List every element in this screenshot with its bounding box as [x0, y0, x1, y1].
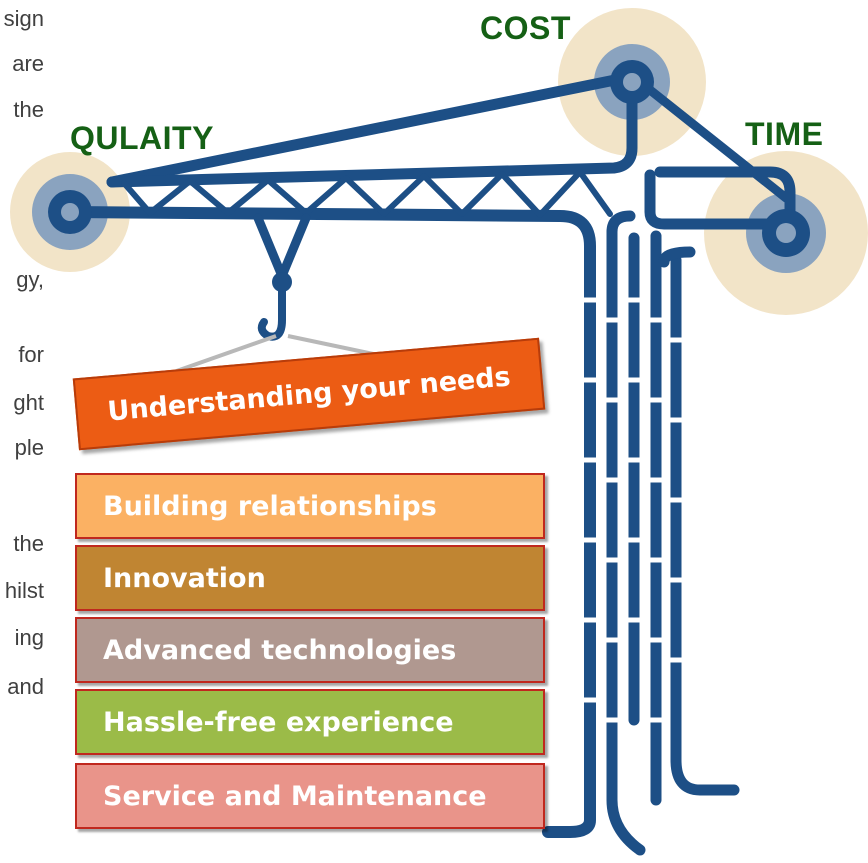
text-fragment: sign — [3, 6, 44, 31]
text-fragment: ght — [13, 390, 44, 415]
advanced-technologies-block: Advanced technologies — [75, 617, 545, 683]
jib-lattice — [121, 169, 613, 218]
counterweight-frame — [644, 166, 796, 232]
hook-pulley — [272, 272, 292, 292]
upper-tie-line — [106, 74, 621, 188]
cost-label: COST — [480, 10, 571, 46]
mast-outer-top — [658, 246, 696, 268]
text-fragment: are — [12, 51, 44, 76]
text-fragment: the — [13, 97, 44, 122]
mast-outer — [670, 254, 740, 796]
jib-top-chord — [106, 76, 638, 188]
quality-node-hub — [61, 203, 79, 221]
text-fragment: for — [18, 342, 44, 367]
text-fragment: and — [7, 674, 44, 699]
building-relationships-block: Building relationships — [75, 473, 545, 539]
text-fragment: the — [13, 531, 44, 556]
cost-time-tie — [635, 77, 791, 203]
cost-node-hub — [623, 73, 641, 91]
time-node-hub — [776, 223, 796, 243]
jib-bottom-chord — [64, 206, 596, 838]
quality-label: QULAITY — [70, 120, 214, 156]
text-fragment: hilst — [4, 578, 44, 603]
hassle-free-experience-block: Hassle-free experience — [75, 689, 545, 755]
text-fragment: gy, — [16, 267, 44, 292]
time-label: TIME — [745, 116, 824, 152]
mast-left-lower — [606, 554, 646, 856]
innovation-block: Innovation — [75, 545, 545, 611]
service-maintenance-block: Service and Maintenance — [75, 763, 545, 829]
text-fragment: ing — [14, 625, 44, 650]
text-fragment: ple — [14, 435, 44, 460]
mast-gaps — [584, 297, 682, 723]
